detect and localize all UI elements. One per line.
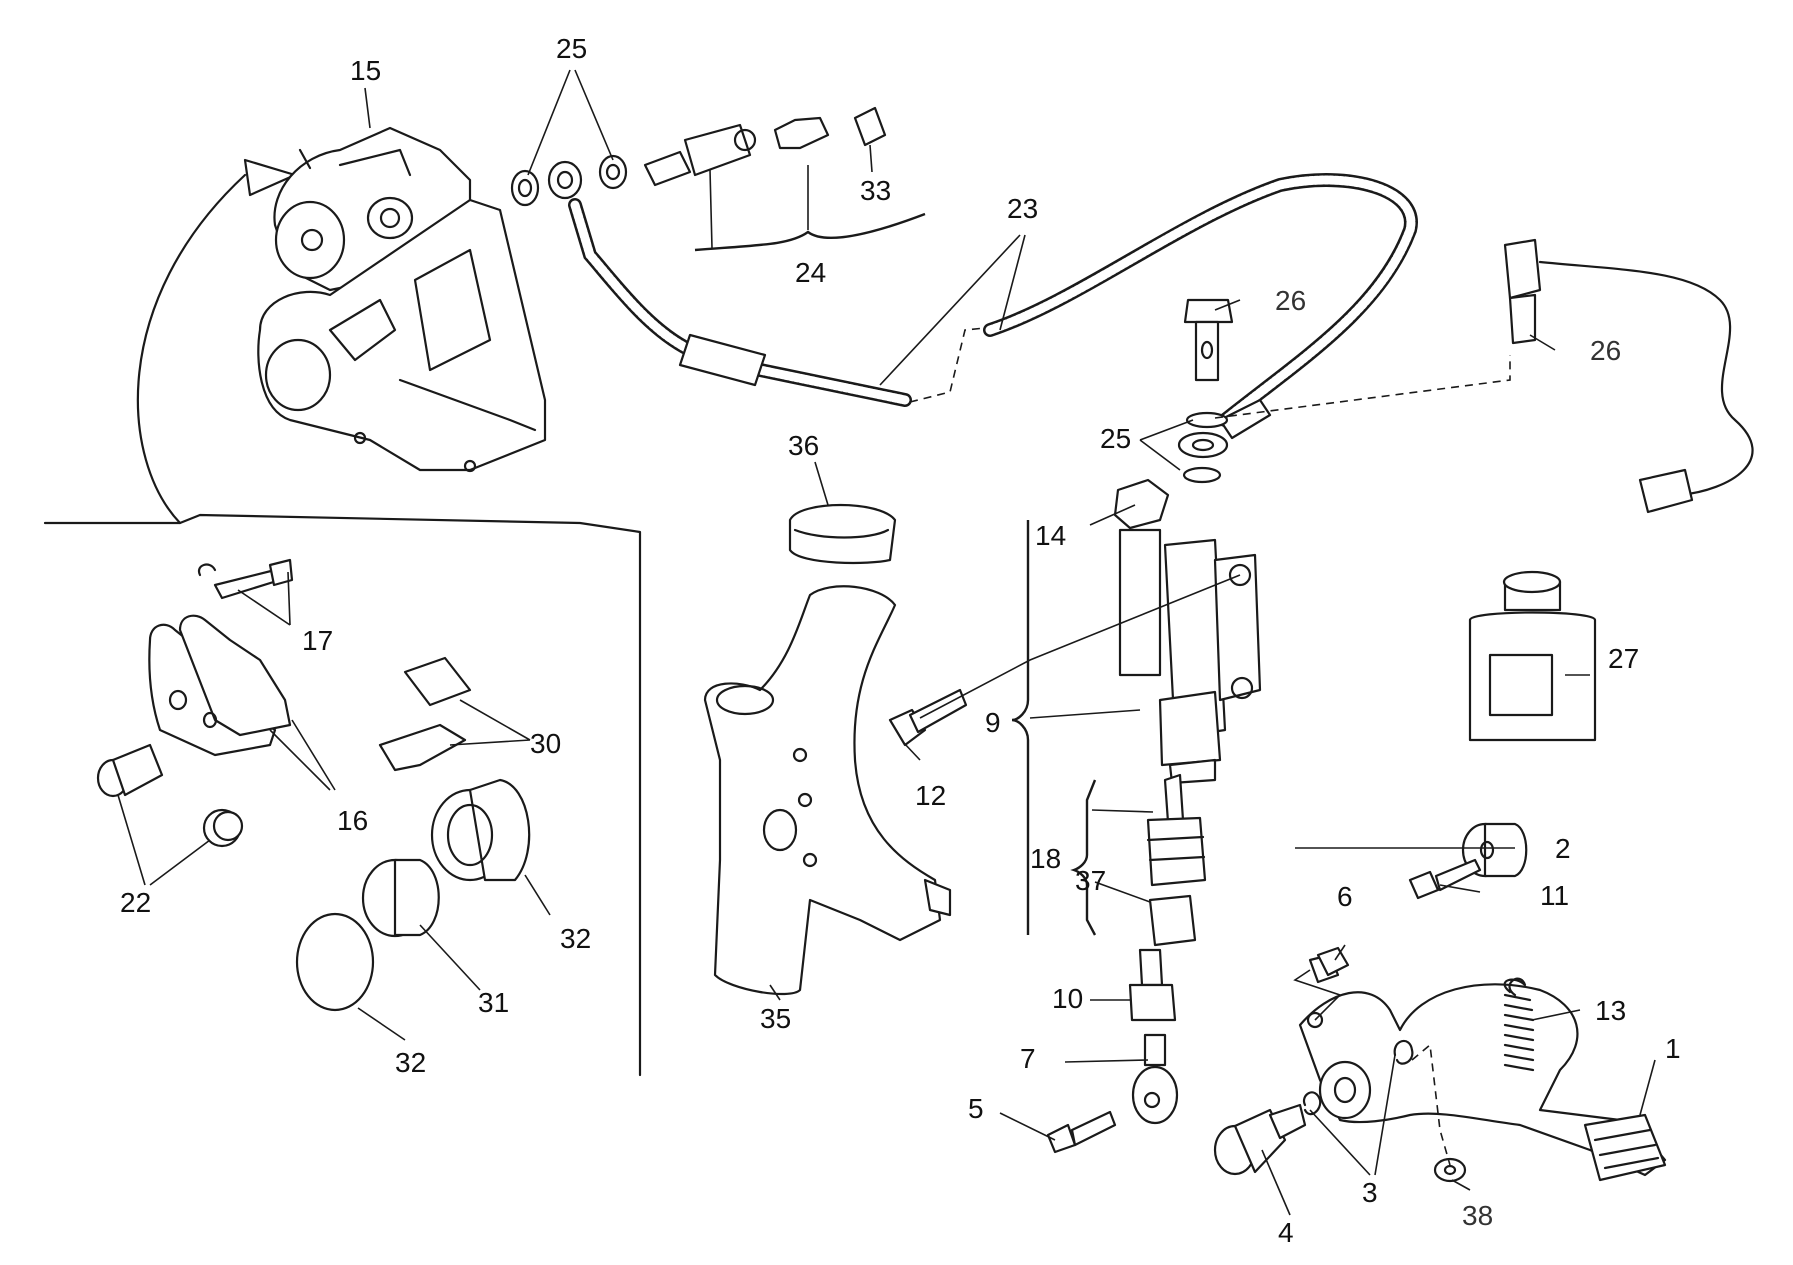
callout-32-lower: 32 [395, 1047, 426, 1078]
callout-9: 9 [985, 707, 1001, 738]
brake-fluid-bottle [1468, 570, 1597, 742]
banjo-bolt-assembly [1177, 298, 1511, 484]
callout-16: 16 [337, 805, 368, 836]
callout-23: 23 [1007, 193, 1038, 224]
callout-4: 4 [1278, 1217, 1294, 1248]
callout-24: 24 [795, 257, 826, 288]
callout-25-top: 25 [556, 33, 587, 64]
callout-12: 12 [915, 780, 946, 811]
master-cylinder [1011, 478, 1262, 1125]
callout-36: 36 [788, 430, 819, 461]
callout-14: 14 [1035, 520, 1066, 551]
callout-38: 38 [1462, 1200, 1493, 1231]
inset-frame [43, 158, 642, 1077]
callout-10: 10 [1052, 983, 1083, 1014]
callout-31: 31 [478, 987, 509, 1018]
callout-2: 2 [1555, 833, 1571, 864]
callout-13: 13 [1595, 995, 1626, 1026]
bumper-and-bolt [1408, 822, 1528, 900]
callout-37: 37 [1075, 865, 1106, 896]
hose-fittings-top [510, 106, 926, 252]
callout-22: 22 [120, 887, 151, 918]
callout-7: 7 [1020, 1043, 1036, 1074]
callout-26-center: 26 [1275, 285, 1306, 316]
callout-26-right: 26 [1590, 335, 1621, 366]
callout-25-center: 25 [1100, 423, 1131, 454]
callout-3: 3 [1362, 1177, 1378, 1208]
leader-lines [117, 69, 1656, 1216]
brake-light-switch [1503, 238, 1754, 514]
callout-35: 35 [760, 1003, 791, 1034]
caliper-detail-parts [96, 558, 531, 1012]
callout-18: 18 [1030, 843, 1061, 874]
brake-caliper [257, 126, 547, 473]
callout-6: 6 [1337, 881, 1353, 912]
mounting-bolt [888, 574, 1241, 747]
callout-15: 15 [350, 55, 381, 86]
callout-labels: 15 25 33 24 23 26 26 25 36 14 27 9 12 18… [120, 33, 1681, 1248]
brake-hose [568, 173, 1418, 440]
callout-5: 5 [968, 1093, 984, 1124]
callout-17: 17 [302, 625, 333, 656]
callout-30: 30 [530, 728, 561, 759]
callout-33: 33 [860, 175, 891, 206]
callout-32-upper: 32 [560, 923, 591, 954]
callout-1: 1 [1665, 1033, 1681, 1064]
callout-11: 11 [1540, 880, 1569, 911]
brake-pedal-assembly [1046, 946, 1667, 1183]
callout-27: 27 [1608, 643, 1639, 674]
clamp-and-heel-guard [703, 503, 952, 996]
arrow-head-icon [243, 158, 297, 197]
